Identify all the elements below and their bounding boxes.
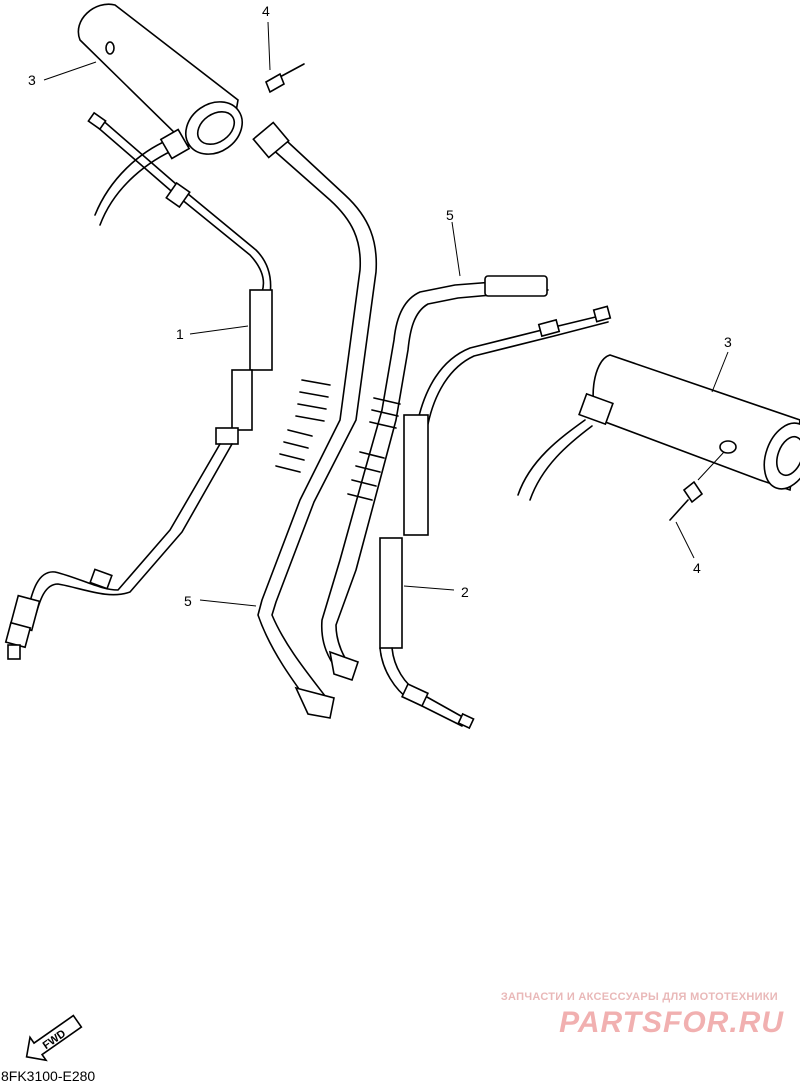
- leader-lines: [43, 61, 729, 607]
- cable-1: [4, 111, 273, 660]
- diagram-code: 8FK3100-E280: [1, 1068, 96, 1084]
- callout-3-left: 3: [28, 72, 36, 88]
- watermark-caption: ЗАПЧАСТИ И АКСЕССУАРЫ ДЛЯ МОТОТЕХНИКИ: [500, 991, 778, 1003]
- callout-3-right: 3: [724, 334, 732, 350]
- callout-4-right: 4: [693, 560, 701, 576]
- cable-2: [379, 305, 612, 730]
- watermark-logo: PARTSFOR.RU: [559, 1006, 784, 1039]
- callout-4-left: 4: [262, 3, 270, 19]
- callout-5-bottom: 5: [184, 593, 192, 609]
- fwd-arrow-icon: FWD: [25, 1014, 83, 1062]
- callout-5-top: 5: [446, 207, 454, 223]
- cable-5-center: [252, 121, 378, 719]
- callout-2: 2: [461, 584, 469, 600]
- left-grip: [77, 3, 243, 226]
- callout-1: 1: [176, 326, 184, 342]
- right-grip: [517, 354, 800, 501]
- left-rivet: [264, 21, 305, 94]
- right-rivet: [669, 451, 725, 559]
- cable-5-right: [320, 275, 549, 682]
